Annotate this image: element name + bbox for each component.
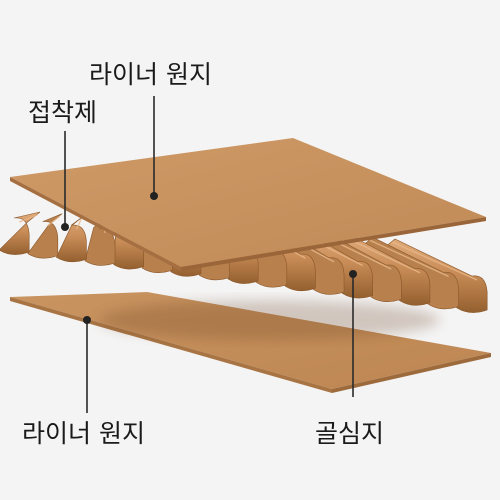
bottom-liner-label: 라이너 원지 — [22, 419, 145, 448]
flute-ridge — [27, 213, 63, 259]
top-liner-sheet — [10, 138, 486, 271]
flute-crest-highlight — [75, 218, 83, 230]
corrugated-medium-label: 골심지 — [315, 419, 385, 448]
flute-crest-highlight — [18, 214, 38, 223]
top-liner-label: 라이너 원지 — [89, 60, 212, 89]
bottom-liner-dot — [83, 316, 91, 324]
medium-dot — [349, 270, 357, 278]
flute-crest-highlight — [369, 239, 449, 278]
leader-lines — [64, 96, 354, 413]
leader-dots — [61, 192, 357, 324]
adhesive-label: 접착제 — [28, 98, 98, 127]
flute-ridge — [0, 211, 41, 255]
adhesive-dot — [61, 223, 69, 231]
top-liner-dot — [150, 192, 158, 200]
flute-shadow — [100, 300, 440, 340]
flute-crest-highlight — [391, 241, 478, 281]
flute-ridge — [55, 215, 87, 263]
flute-crest-highlight — [47, 216, 60, 227]
flute-crest-highlight — [347, 237, 421, 274]
